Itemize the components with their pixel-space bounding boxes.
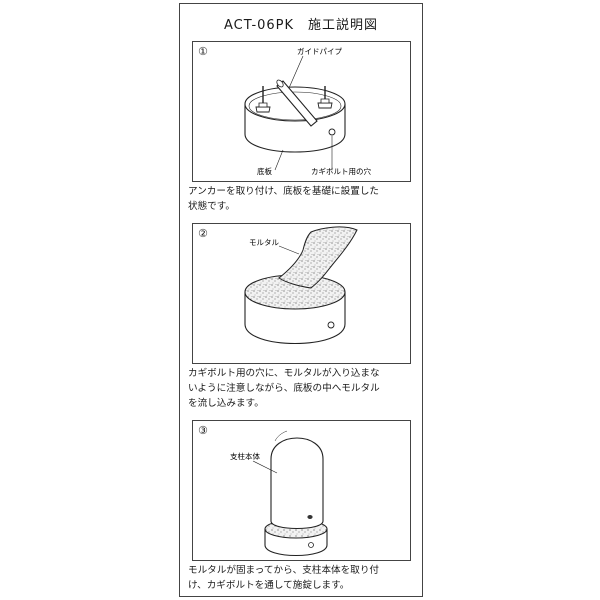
step-2-number: ② xyxy=(198,227,208,240)
post-body xyxy=(270,437,324,529)
anchor-bolt-left xyxy=(255,86,271,113)
step-1-number: ① xyxy=(198,45,208,58)
step-2-panel: ② モルタル xyxy=(192,223,411,364)
label-post-body: 支柱本体 xyxy=(230,451,260,461)
step-1-caption: アンカーを取り付け、底板を基礎に設置した 状態です。 xyxy=(188,186,380,212)
step-3-panel: ③ 支柱本体 xyxy=(192,420,411,561)
step-3-caption: モルタルが固まってから、支柱本体を取り付 け、カギボルトを通して施錠します。 xyxy=(188,565,380,591)
step-2-illustration: モルタル xyxy=(244,226,358,344)
label-bolt-hole: カギボルト用の穴 xyxy=(311,166,371,176)
label-guide-pipe: ガイドパイプ xyxy=(297,46,342,56)
mortar-stream xyxy=(278,226,358,289)
step-3-number: ③ xyxy=(198,424,208,437)
step-2-caption: カギボルト用の穴に、モルタルが入り込まな いように注意しながら、底板の中へモルタ… xyxy=(188,368,380,409)
bolt-hole xyxy=(308,542,314,548)
sheet-title: ACT-06PK 施工説明図 xyxy=(223,18,379,33)
label-mortar: モルタル xyxy=(249,238,279,247)
anchor-bolt-right xyxy=(317,86,333,109)
step-1-panel: ① ガイドパイプ xyxy=(192,41,411,182)
label-base-plate: 底板 xyxy=(257,166,272,176)
step-3-illustration: 支柱本体 xyxy=(230,430,328,557)
key-bolt xyxy=(307,515,313,519)
bolt-hole xyxy=(328,128,336,136)
step-1-illustration: ガイドパイプ 底板 カギボルト用の穴 xyxy=(244,46,371,176)
instruction-sheet: ACT-06PK 施工説明図 ① xyxy=(179,3,423,597)
bolt-hole xyxy=(327,321,335,329)
